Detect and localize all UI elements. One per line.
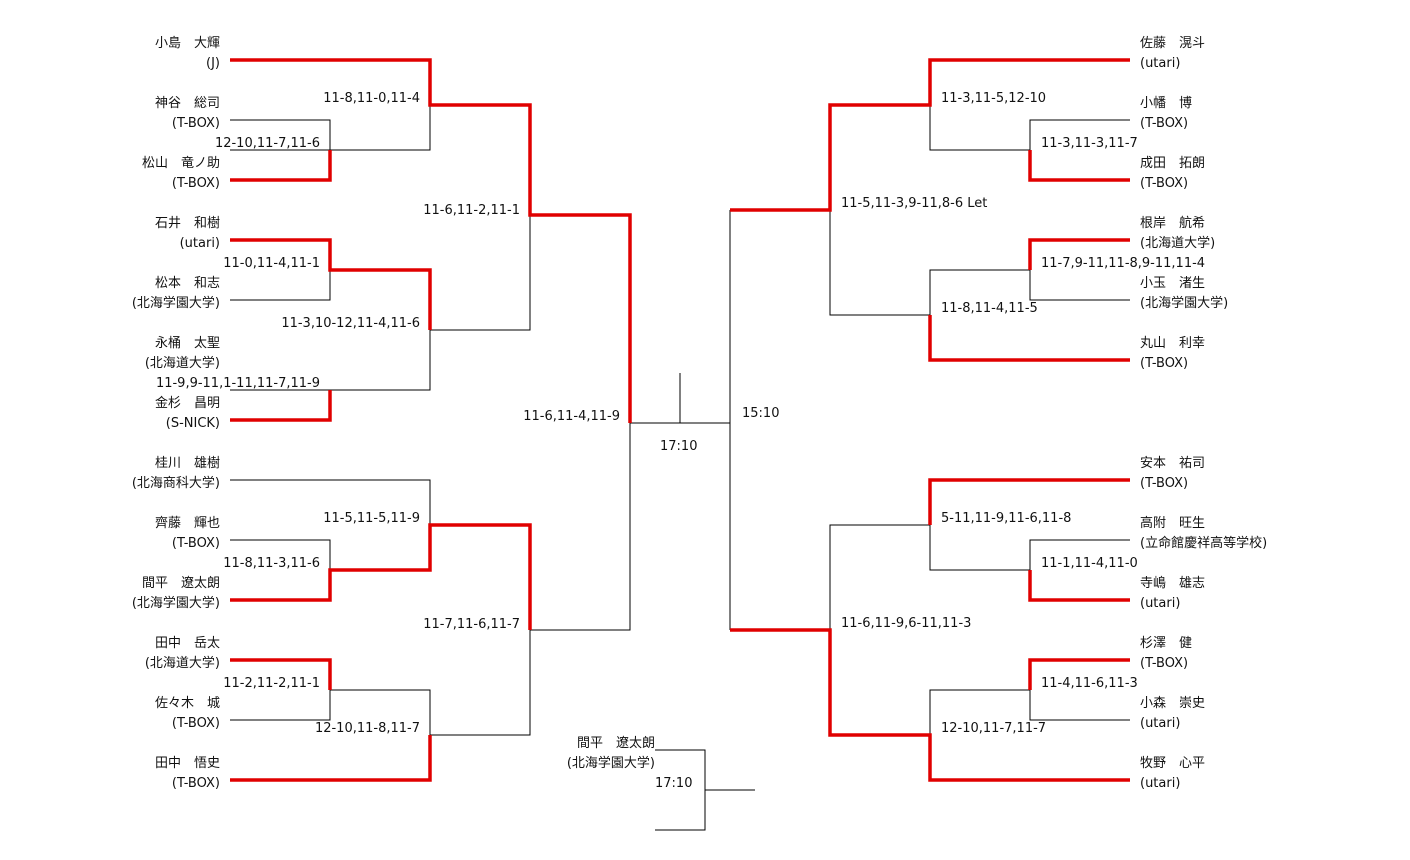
match-score: 11-9,9-11,1-11,11-7,11-9 (155, 376, 320, 391)
player-team: (北海学園大学) (131, 296, 220, 311)
left-winner-lines (230, 58, 632, 782)
player-name: 間平 遼太朗 (576, 736, 655, 751)
player-team: (T-BOX) (1140, 116, 1189, 131)
match-score: 5-11,11-9,11-6,11-8 (941, 511, 1072, 526)
player-team: (S-NICK) (165, 416, 220, 431)
player-name: 小幡 博 (1140, 96, 1193, 111)
match-score: 11-5,11-3,9-11,8-6 Let (841, 196, 988, 211)
match-score: 11-3,11-3,11-7 (1041, 136, 1138, 151)
player-name: 小島 大輝 (154, 36, 220, 51)
match-score: 11-4,11-6,11-3 (1041, 676, 1138, 691)
player-name: 神谷 総司 (154, 96, 220, 111)
player-team: (T-BOX) (1140, 476, 1189, 491)
player-team: (北海道大学) (1140, 236, 1216, 251)
match-score: 11-7,9-11,11-8,9-11,11-4 (1041, 256, 1206, 271)
match-score: 11-1,11-4,11-0 (1041, 556, 1138, 571)
player-name: 永桶 太聖 (154, 336, 220, 351)
player-name: 間平 遼太朗 (141, 576, 220, 591)
player-name: 安本 祐司 (1140, 456, 1206, 471)
player-team: (T-BOX) (171, 176, 220, 191)
player-name: 根岸 航希 (1140, 216, 1206, 231)
match-score: 11-3,11-5,12-10 (941, 91, 1047, 106)
player-name: 小森 崇史 (1140, 696, 1206, 711)
right-semi-time: 15:10 (742, 406, 780, 421)
match-score: 11-2,11-2,11-1 (223, 676, 320, 691)
player-name: 高附 旺生 (1140, 516, 1206, 531)
player-team: (T-BOX) (1140, 356, 1189, 371)
match-score: 11-8,11-3,11-6 (223, 556, 320, 571)
match-score: 12-10,11-7,11-7 (941, 721, 1047, 736)
player-team: (北海学園大学) (566, 756, 655, 771)
player-team: (utari) (179, 236, 220, 251)
player-team: (T-BOX) (1140, 176, 1189, 191)
right-winner-lines (730, 58, 1130, 782)
match-score: 11-6,11-4,11-9 (523, 409, 620, 424)
player-name: 石井 和樹 (154, 216, 220, 231)
player-name: 佐々木 城 (154, 696, 220, 711)
player-team: (北海学園大学) (131, 596, 220, 611)
third-place-lines (655, 749, 755, 831)
match-score: 12-10,11-8,11-7 (314, 721, 420, 736)
final-time: 17:10 (660, 439, 698, 454)
player-team: (T-BOX) (171, 536, 220, 551)
player-team: (立命館慶祥高等学校) (1140, 536, 1268, 551)
player-name: 松山 竜ノ助 (141, 156, 220, 171)
player-name: 寺嶋 雄志 (1140, 576, 1206, 591)
player-team: (T-BOX) (171, 776, 220, 791)
player-team: (北海道大学) (144, 356, 220, 371)
player-name: 齊藤 輝也 (154, 516, 220, 531)
player-name: 田中 悟史 (154, 756, 220, 771)
match-score: 11-5,11-5,11-9 (323, 511, 420, 526)
third-place-time: 17:10 (655, 776, 693, 791)
match-score: 12-10,11-7,11-6 (214, 136, 320, 151)
player-name: 丸山 利幸 (1140, 336, 1206, 351)
player-name: 田中 岳太 (154, 636, 220, 651)
player-name: 松本 和志 (154, 276, 220, 291)
player-name: 桂川 雄樹 (154, 456, 220, 471)
player-name: 杉澤 健 (1140, 636, 1193, 651)
match-score: 11-6,11-2,11-1 (423, 203, 520, 218)
match-score: 11-8,11-4,11-5 (941, 301, 1038, 316)
player-team: (utari) (1140, 716, 1181, 731)
player-team: (J) (206, 56, 220, 71)
match-score: 11-7,11-6,11-7 (423, 617, 520, 632)
player-team: (utari) (1140, 776, 1181, 791)
player-team: (utari) (1140, 596, 1181, 611)
player-team: (北海道大学) (144, 656, 220, 671)
match-score: 11-8,11-0,11-4 (323, 91, 420, 106)
player-team: (T-BOX) (1140, 656, 1189, 671)
player-name: 佐藤 滉斗 (1140, 36, 1206, 51)
player-name: 牧野 心平 (1140, 756, 1206, 771)
player-team: (北海学園大学) (1140, 296, 1229, 311)
player-team: (T-BOX) (171, 716, 220, 731)
player-name: 金杉 昌明 (154, 396, 220, 411)
right-bracket-lines (730, 59, 1130, 781)
player-name: 成田 拓朗 (1140, 156, 1206, 171)
match-score: 11-6,11-9,6-11,11-3 (841, 616, 972, 631)
player-team: (T-BOX) (171, 116, 220, 131)
player-name: 小玉 渚生 (1140, 276, 1206, 291)
match-score: 11-3,10-12,11-4,11-6 (281, 316, 420, 331)
player-team: (utari) (1140, 56, 1181, 71)
match-score: 11-0,11-4,11-1 (223, 256, 320, 271)
player-team: (北海商科大学) (131, 476, 220, 491)
